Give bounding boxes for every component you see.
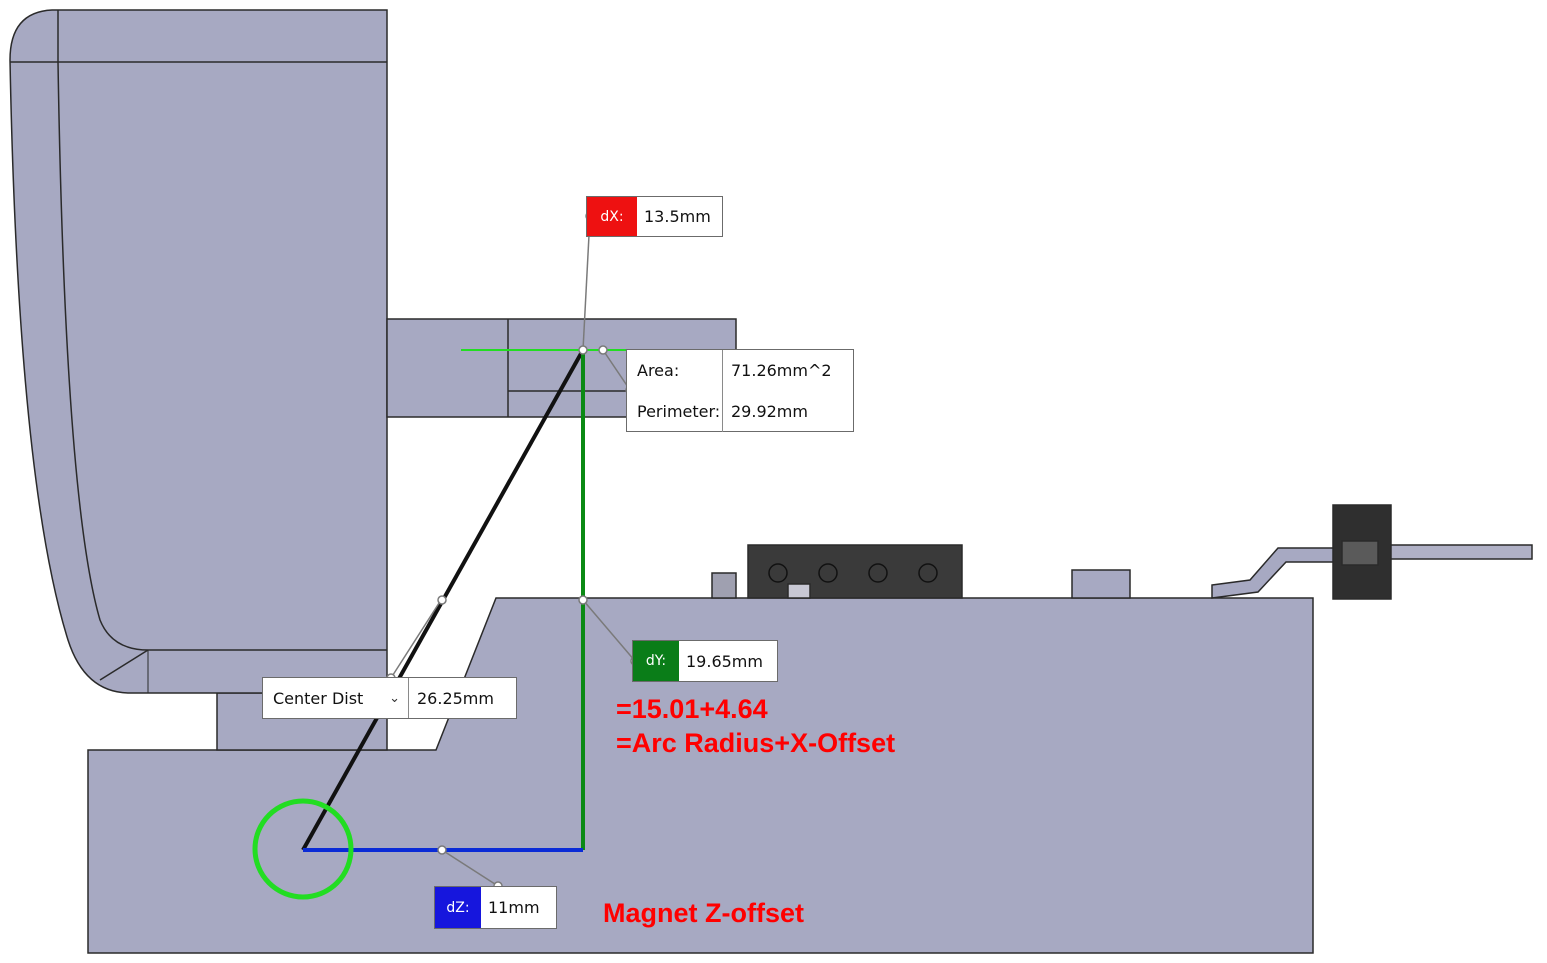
- lever: [1211, 547, 1337, 599]
- dz-value[interactable]: 11mm: [488, 898, 540, 917]
- magnet-note: Magnet Z-offset: [603, 898, 804, 928]
- formula-text: =15.01+4.64: [616, 694, 768, 724]
- formula-note: =15.01+4.64 =Arc Radius+X-Offset: [616, 692, 895, 760]
- magnet-circle: [252, 798, 354, 900]
- dy-callout[interactable]: dY: 19.65mm: [632, 640, 778, 682]
- center-dist-callout[interactable]: Center Dist ⌄ 26.25mm: [262, 677, 517, 719]
- area-value: 71.26mm^2: [731, 361, 832, 380]
- perimeter-label: Perimeter:: [627, 391, 723, 432]
- formula-desc: =Arc Radius+X-Offset: [616, 728, 896, 758]
- center-dist-value[interactable]: 26.25mm: [417, 688, 494, 708]
- area-label: Area:: [627, 350, 723, 391]
- dy-value[interactable]: 19.65mm: [686, 651, 763, 671]
- dz-tag: dZ:: [435, 887, 481, 928]
- center-dist-select[interactable]: Center Dist ⌄: [263, 678, 409, 718]
- center-dist-mode: Center Dist: [273, 688, 364, 708]
- dx-callout[interactable]: dX: 13.5mm: [586, 196, 723, 237]
- measure-table: Area: 71.26mm^2 Perimeter: 29.92mm: [626, 349, 854, 432]
- area-row: Area: 71.26mm^2: [627, 350, 853, 391]
- housing-body: [9, 9, 388, 694]
- small-knob: [1071, 569, 1131, 599]
- dy-tag: dY:: [633, 641, 679, 681]
- dx-value[interactable]: 13.5mm: [644, 207, 711, 226]
- lever-rod: [1389, 544, 1533, 560]
- housing-bottom-bevel: [99, 649, 149, 681]
- perimeter-value: 29.92mm: [731, 402, 808, 421]
- base-body: [87, 597, 1314, 954]
- dx-tag: dX:: [587, 197, 637, 236]
- part-geometry: [9, 9, 1533, 954]
- chevron-down-icon[interactable]: ⌄: [389, 690, 400, 706]
- perimeter-row: Perimeter: 29.92mm: [627, 391, 853, 432]
- dz-callout[interactable]: dZ: 11mm: [434, 886, 557, 929]
- housing-inner-edge: [57, 10, 387, 651]
- connector-block: [747, 544, 963, 599]
